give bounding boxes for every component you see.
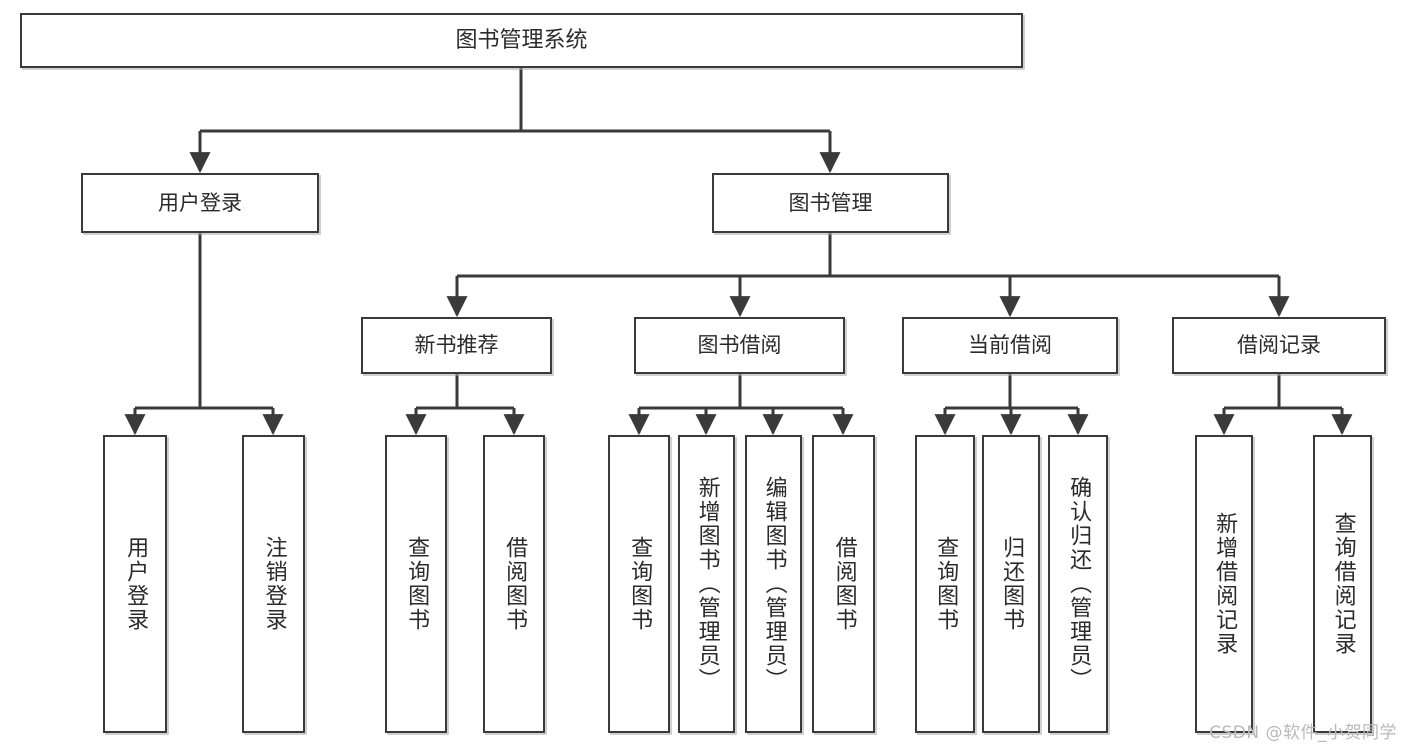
node-current-borrow[interactable]: 当前借阅 (902, 317, 1118, 374)
leaf-query-book-recommend[interactable]: 查询图书 (385, 435, 447, 733)
node-label: 图书管理系统 (455, 27, 588, 53)
leaf-add-borrow-record[interactable]: 新增借阅记录 (1195, 435, 1253, 733)
node-label: 确认归还（管理员） (1066, 476, 1092, 692)
node-label: 当前借阅 (968, 333, 1052, 358)
leaf-confirm-return-admin[interactable]: 确认归还（管理员） (1048, 435, 1108, 733)
node-label: 查询图书 (627, 536, 653, 632)
leaf-return-book[interactable]: 归还图书 (982, 435, 1040, 733)
node-label: 用户登录 (158, 190, 242, 215)
node-borrow-record[interactable]: 借阅记录 (1172, 317, 1386, 374)
node-label: 注销登录 (261, 536, 287, 632)
node-new-book-recommend[interactable]: 新书推荐 (361, 317, 552, 374)
leaf-add-book-admin[interactable]: 新增图书（管理员） (678, 435, 735, 733)
node-label: 查询图书 (404, 536, 430, 632)
leaf-edit-book-admin[interactable]: 编辑图书（管理员） (745, 435, 802, 733)
node-label: 新书推荐 (414, 333, 499, 358)
node-user-login[interactable]: 用户登录 (81, 173, 319, 233)
leaf-user-login[interactable]: 用户登录 (103, 435, 167, 733)
node-label: 新增借阅记录 (1212, 512, 1238, 656)
leaf-logout[interactable]: 注销登录 (242, 435, 305, 733)
leaf-borrow-book[interactable]: 借阅图书 (812, 435, 875, 733)
leaf-borrow-book-recommend[interactable]: 借阅图书 (483, 435, 545, 733)
node-label: 新增图书（管理员） (694, 476, 720, 692)
node-label: 图书借阅 (697, 333, 782, 358)
node-label: 借阅记录 (1237, 333, 1321, 358)
node-root-library-system[interactable]: 图书管理系统 (20, 13, 1023, 68)
node-label: 借阅图书 (502, 536, 528, 632)
node-label: 查询图书 (933, 536, 959, 632)
leaf-query-book-current[interactable]: 查询图书 (915, 435, 975, 733)
leaf-query-borrow-record[interactable]: 查询借阅记录 (1313, 435, 1372, 733)
node-label: 归还图书 (999, 536, 1025, 632)
watermark-text: CSDN @软件_小贺同学 (1209, 723, 1397, 743)
node-label: 查询借阅记录 (1330, 512, 1356, 656)
node-book-borrow[interactable]: 图书借阅 (634, 317, 845, 374)
leaf-query-book-borrow[interactable]: 查询图书 (608, 435, 670, 733)
node-label: 用户登录 (123, 536, 149, 632)
node-label: 图书管理 (788, 190, 873, 215)
node-label: 借阅图书 (831, 536, 857, 632)
node-book-management[interactable]: 图书管理 (712, 173, 949, 233)
node-label: 编辑图书（管理员） (761, 476, 787, 692)
